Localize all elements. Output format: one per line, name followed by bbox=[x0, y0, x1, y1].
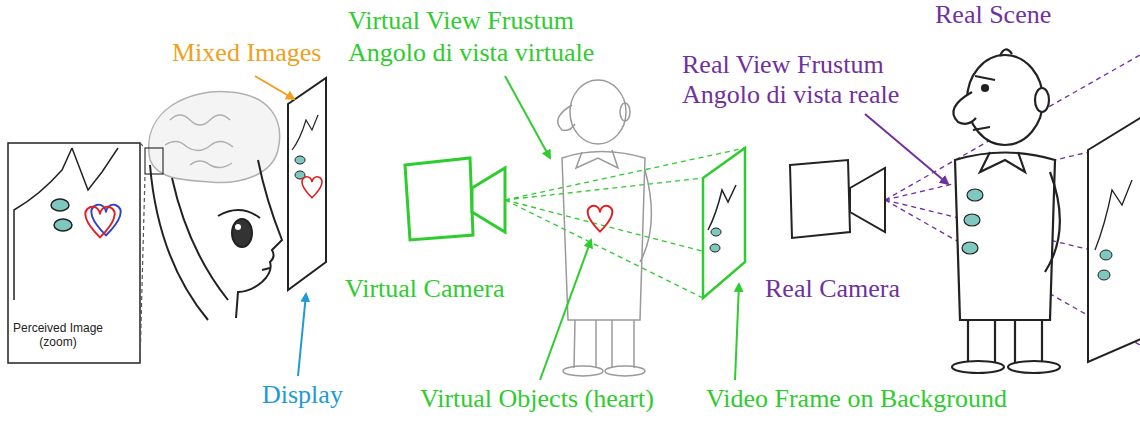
display-screen-part bbox=[288, 78, 326, 290]
viewer-head bbox=[150, 160, 282, 320]
annotation-label: Virtual Objects (heart) bbox=[420, 384, 654, 414]
perceived-image-zoom-part bbox=[54, 219, 72, 231]
real-figure-part bbox=[964, 214, 980, 226]
virtual-frustum bbox=[505, 148, 745, 298]
real-figure-part bbox=[1035, 88, 1049, 112]
perceived-image-zoom-part bbox=[8, 143, 140, 363]
real-camera bbox=[790, 160, 885, 238]
annotation-label: Angolo di vista reale bbox=[682, 80, 899, 110]
perceived-image-zoom-part bbox=[85, 207, 114, 238]
leader-arrows-part bbox=[735, 284, 739, 380]
perceived-image-zoom bbox=[8, 143, 140, 363]
real-figure-part bbox=[968, 320, 1042, 362]
zoom-link-part bbox=[145, 148, 163, 174]
real-figure-part bbox=[953, 92, 976, 124]
real-image-plane-part bbox=[1100, 250, 1112, 260]
annotation-label: Real Scene bbox=[935, 0, 1051, 30]
virtual-camera-part bbox=[472, 168, 505, 232]
viewer-head-part bbox=[218, 210, 260, 218]
display-screen-part bbox=[302, 177, 322, 198]
real-figure-part bbox=[962, 242, 978, 254]
virtual-figure-part bbox=[605, 366, 645, 376]
leader-arrows-part bbox=[298, 294, 306, 376]
zoom-link-part bbox=[140, 143, 145, 363]
annotation-label: Real View Frustum bbox=[682, 50, 884, 80]
real-camera-part bbox=[790, 160, 850, 238]
real-figure-part bbox=[967, 55, 1043, 145]
virtual-figure-part bbox=[574, 320, 634, 368]
real-image-plane-part bbox=[1095, 180, 1132, 250]
viewer-head-part bbox=[150, 165, 228, 320]
real-figure-part bbox=[1008, 361, 1060, 373]
display-screen-part bbox=[292, 115, 318, 150]
display-screen bbox=[288, 78, 326, 290]
virtual-camera-part bbox=[405, 158, 473, 240]
real-figure-part bbox=[955, 153, 1055, 321]
virtual-figure bbox=[558, 80, 652, 376]
video-frame-part bbox=[711, 228, 721, 236]
virtual-figure-part bbox=[570, 80, 626, 144]
real-image-plane bbox=[1088, 112, 1140, 362]
viewer-head-part bbox=[235, 224, 241, 230]
perceived-image-zoom-part bbox=[14, 148, 118, 300]
video-frame-part bbox=[703, 148, 745, 298]
annotation-label: Virtual Camera bbox=[345, 274, 504, 304]
real-figure-part bbox=[973, 49, 1012, 130]
display-screen-part bbox=[295, 156, 305, 164]
annotation-label: Angolo di vista virtuale bbox=[348, 38, 594, 68]
video-frame-part bbox=[710, 244, 720, 252]
viewer-head-part bbox=[232, 219, 252, 247]
virtual-figure-part bbox=[558, 105, 575, 130]
leader-arrows bbox=[255, 76, 948, 380]
real-image-plane-part bbox=[1098, 270, 1110, 280]
real-camera-part bbox=[850, 168, 885, 232]
virtual-figure-part bbox=[620, 103, 630, 121]
real-figure-part bbox=[982, 85, 988, 91]
virtual-camera bbox=[405, 158, 505, 240]
annotation-label: Real Camera bbox=[765, 274, 900, 304]
virtual-figure-part bbox=[576, 150, 618, 168]
leader-arrows-part bbox=[540, 240, 591, 380]
viewer-head-part bbox=[262, 268, 270, 270]
leader-arrows-part bbox=[505, 76, 550, 158]
real-figure-part bbox=[967, 189, 983, 201]
annotation-label: Video Frame on Background bbox=[706, 384, 1007, 414]
brain-outline-part bbox=[165, 115, 233, 168]
virtual-frustum-part bbox=[505, 148, 745, 298]
leader-arrows-part bbox=[255, 76, 294, 99]
annotation-label: Display bbox=[262, 380, 343, 410]
virtual-figure-part bbox=[562, 152, 645, 321]
virtual-figure-part bbox=[563, 366, 603, 376]
real-figure-part bbox=[1045, 172, 1060, 272]
annotation-label: Virtual View Frustum bbox=[348, 6, 574, 36]
leader-arrows-part bbox=[865, 114, 948, 184]
video-frame-part bbox=[708, 185, 736, 230]
real-figure-part bbox=[952, 361, 1004, 373]
real-figure bbox=[952, 49, 1060, 373]
perceived-image-zoom-part bbox=[51, 199, 69, 211]
annotation-label: Perceived Image (zoom) bbox=[12, 322, 104, 350]
virtual-figure-part bbox=[640, 170, 651, 262]
video-frame bbox=[703, 148, 745, 298]
real-image-plane-part bbox=[1088, 112, 1140, 362]
virtual-heart bbox=[588, 206, 613, 232]
annotation-label: Mixed Images bbox=[172, 38, 321, 68]
real-figure-part bbox=[980, 152, 1025, 172]
